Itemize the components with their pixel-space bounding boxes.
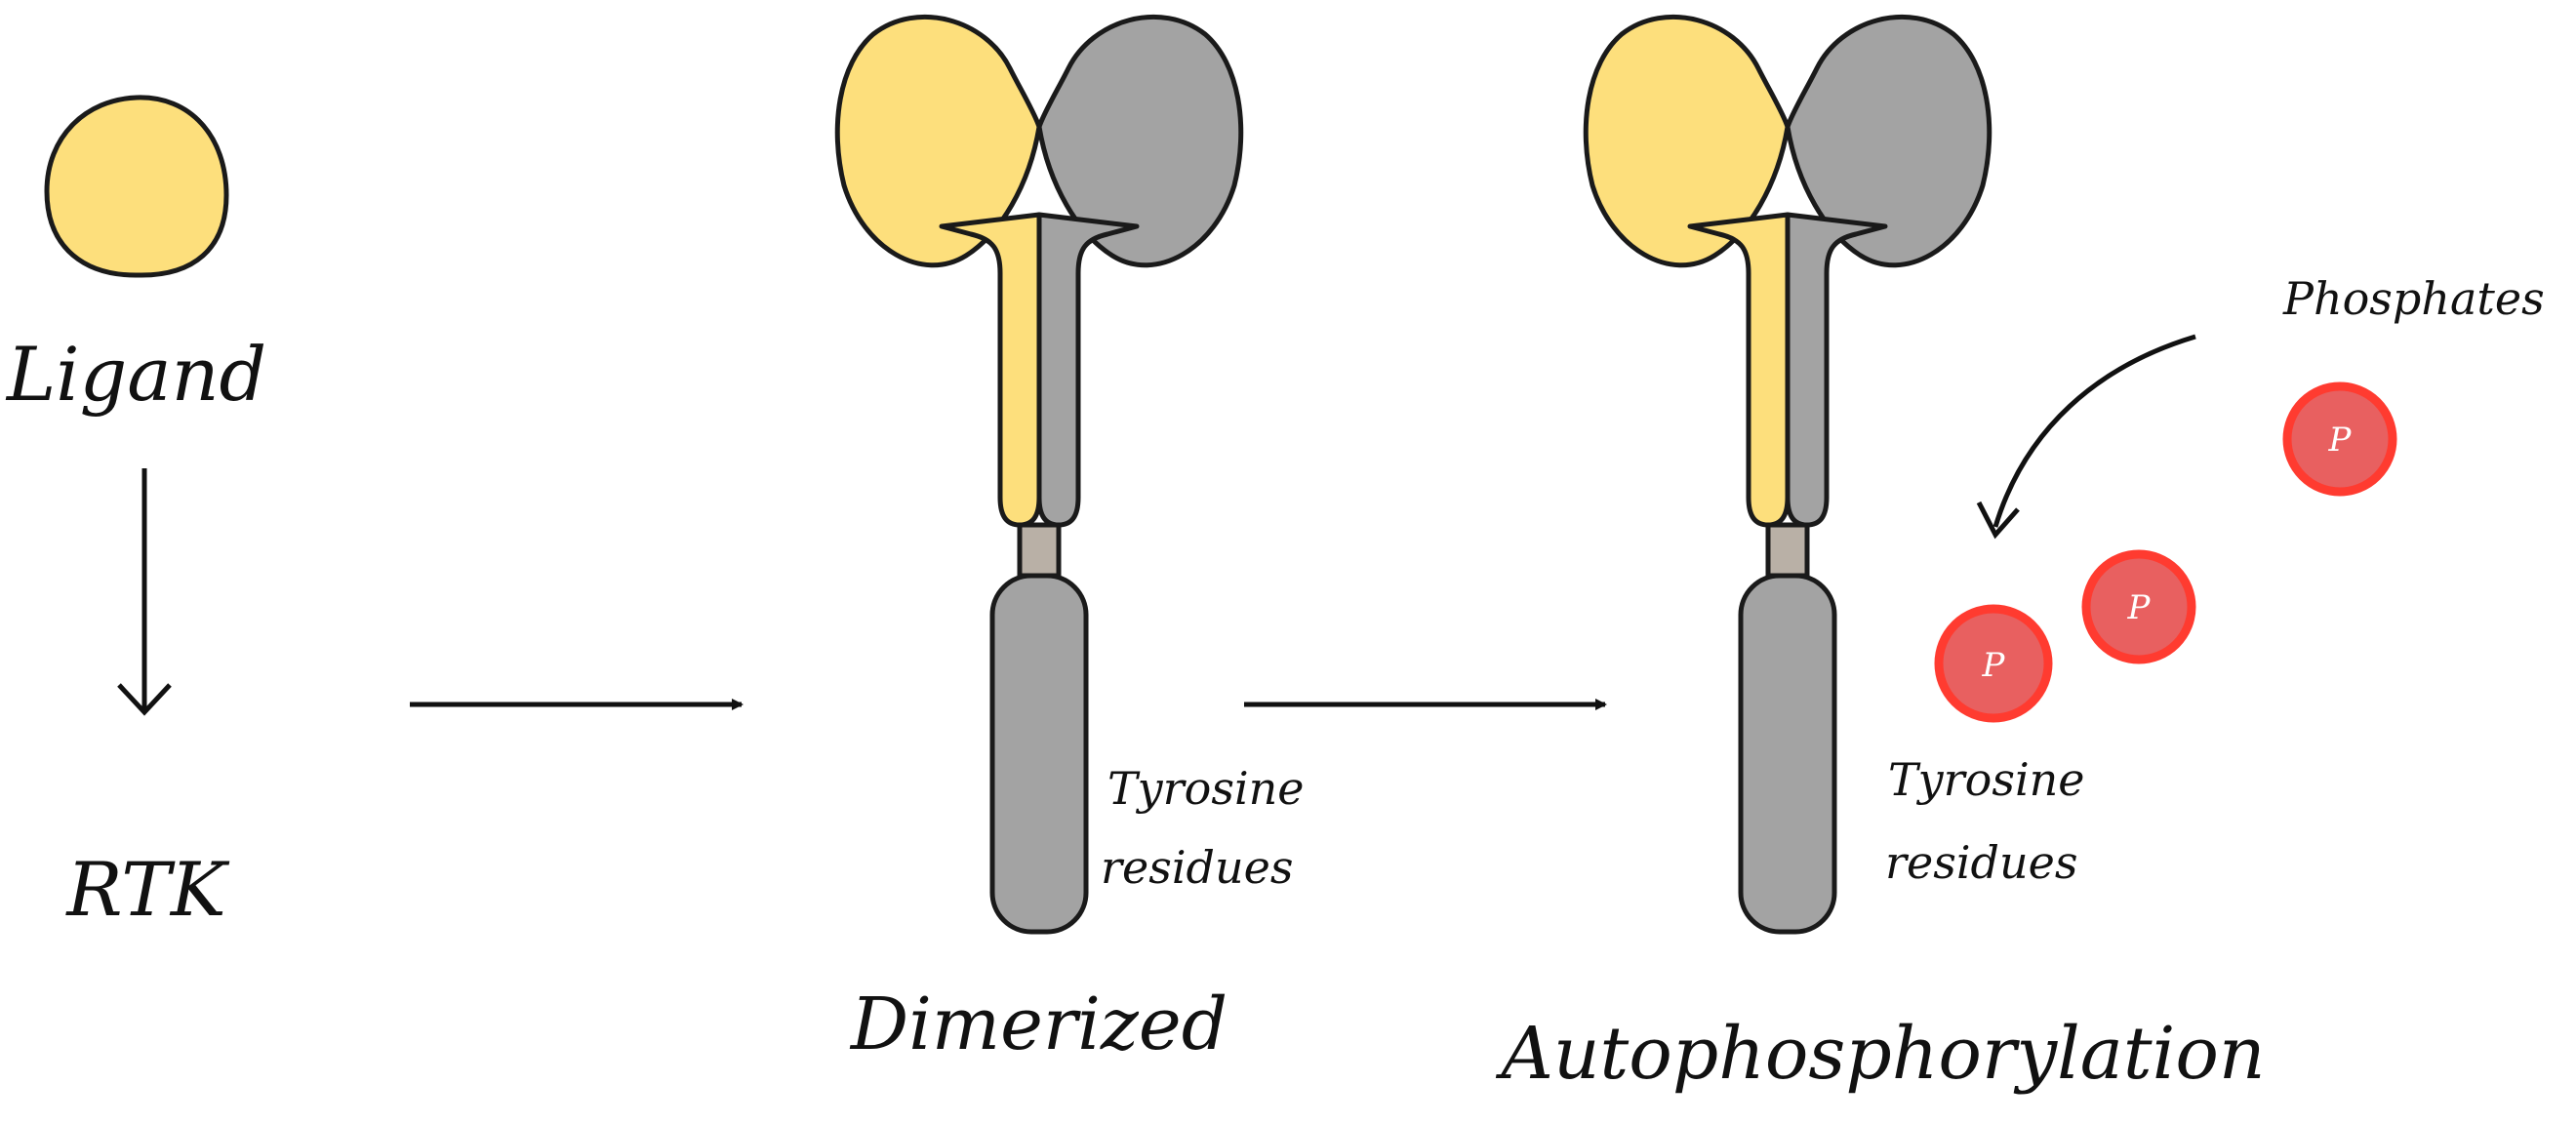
tyrosine-residues-label-2b: residues [1885,836,2077,889]
phosphate-2-label: P [2127,588,2152,627]
tyrosine-residues-label-1a: Tyrosine [1107,762,1305,815]
phosphate-curved-arrow [1992,334,2196,528]
autophosphorylation-label: Autophosphorylation [1495,1012,2265,1096]
phosphate-curved-arrowhead [1976,501,2020,540]
ligand-circle [44,95,229,278]
tyrosine-residues-label-2a: Tyrosine [1888,753,2085,806]
tyrosine-residues-label-1b: residues [1101,841,1293,894]
ligand-label: Ligand [5,331,266,418]
phosphate-2: P [2081,549,2196,664]
phosphate-1: P [2282,381,2397,497]
dimerized-label: Dimerized [849,983,1228,1066]
phosphate-3: P [1934,604,2053,723]
phosphates-label: Phosphates [2282,272,2545,325]
rtk-label: RTK [64,846,230,933]
phosphate-3-label: P [1982,646,2006,685]
ligand-to-rtk-arrowhead [117,683,172,716]
phosphate-1-label: P [2328,421,2353,460]
